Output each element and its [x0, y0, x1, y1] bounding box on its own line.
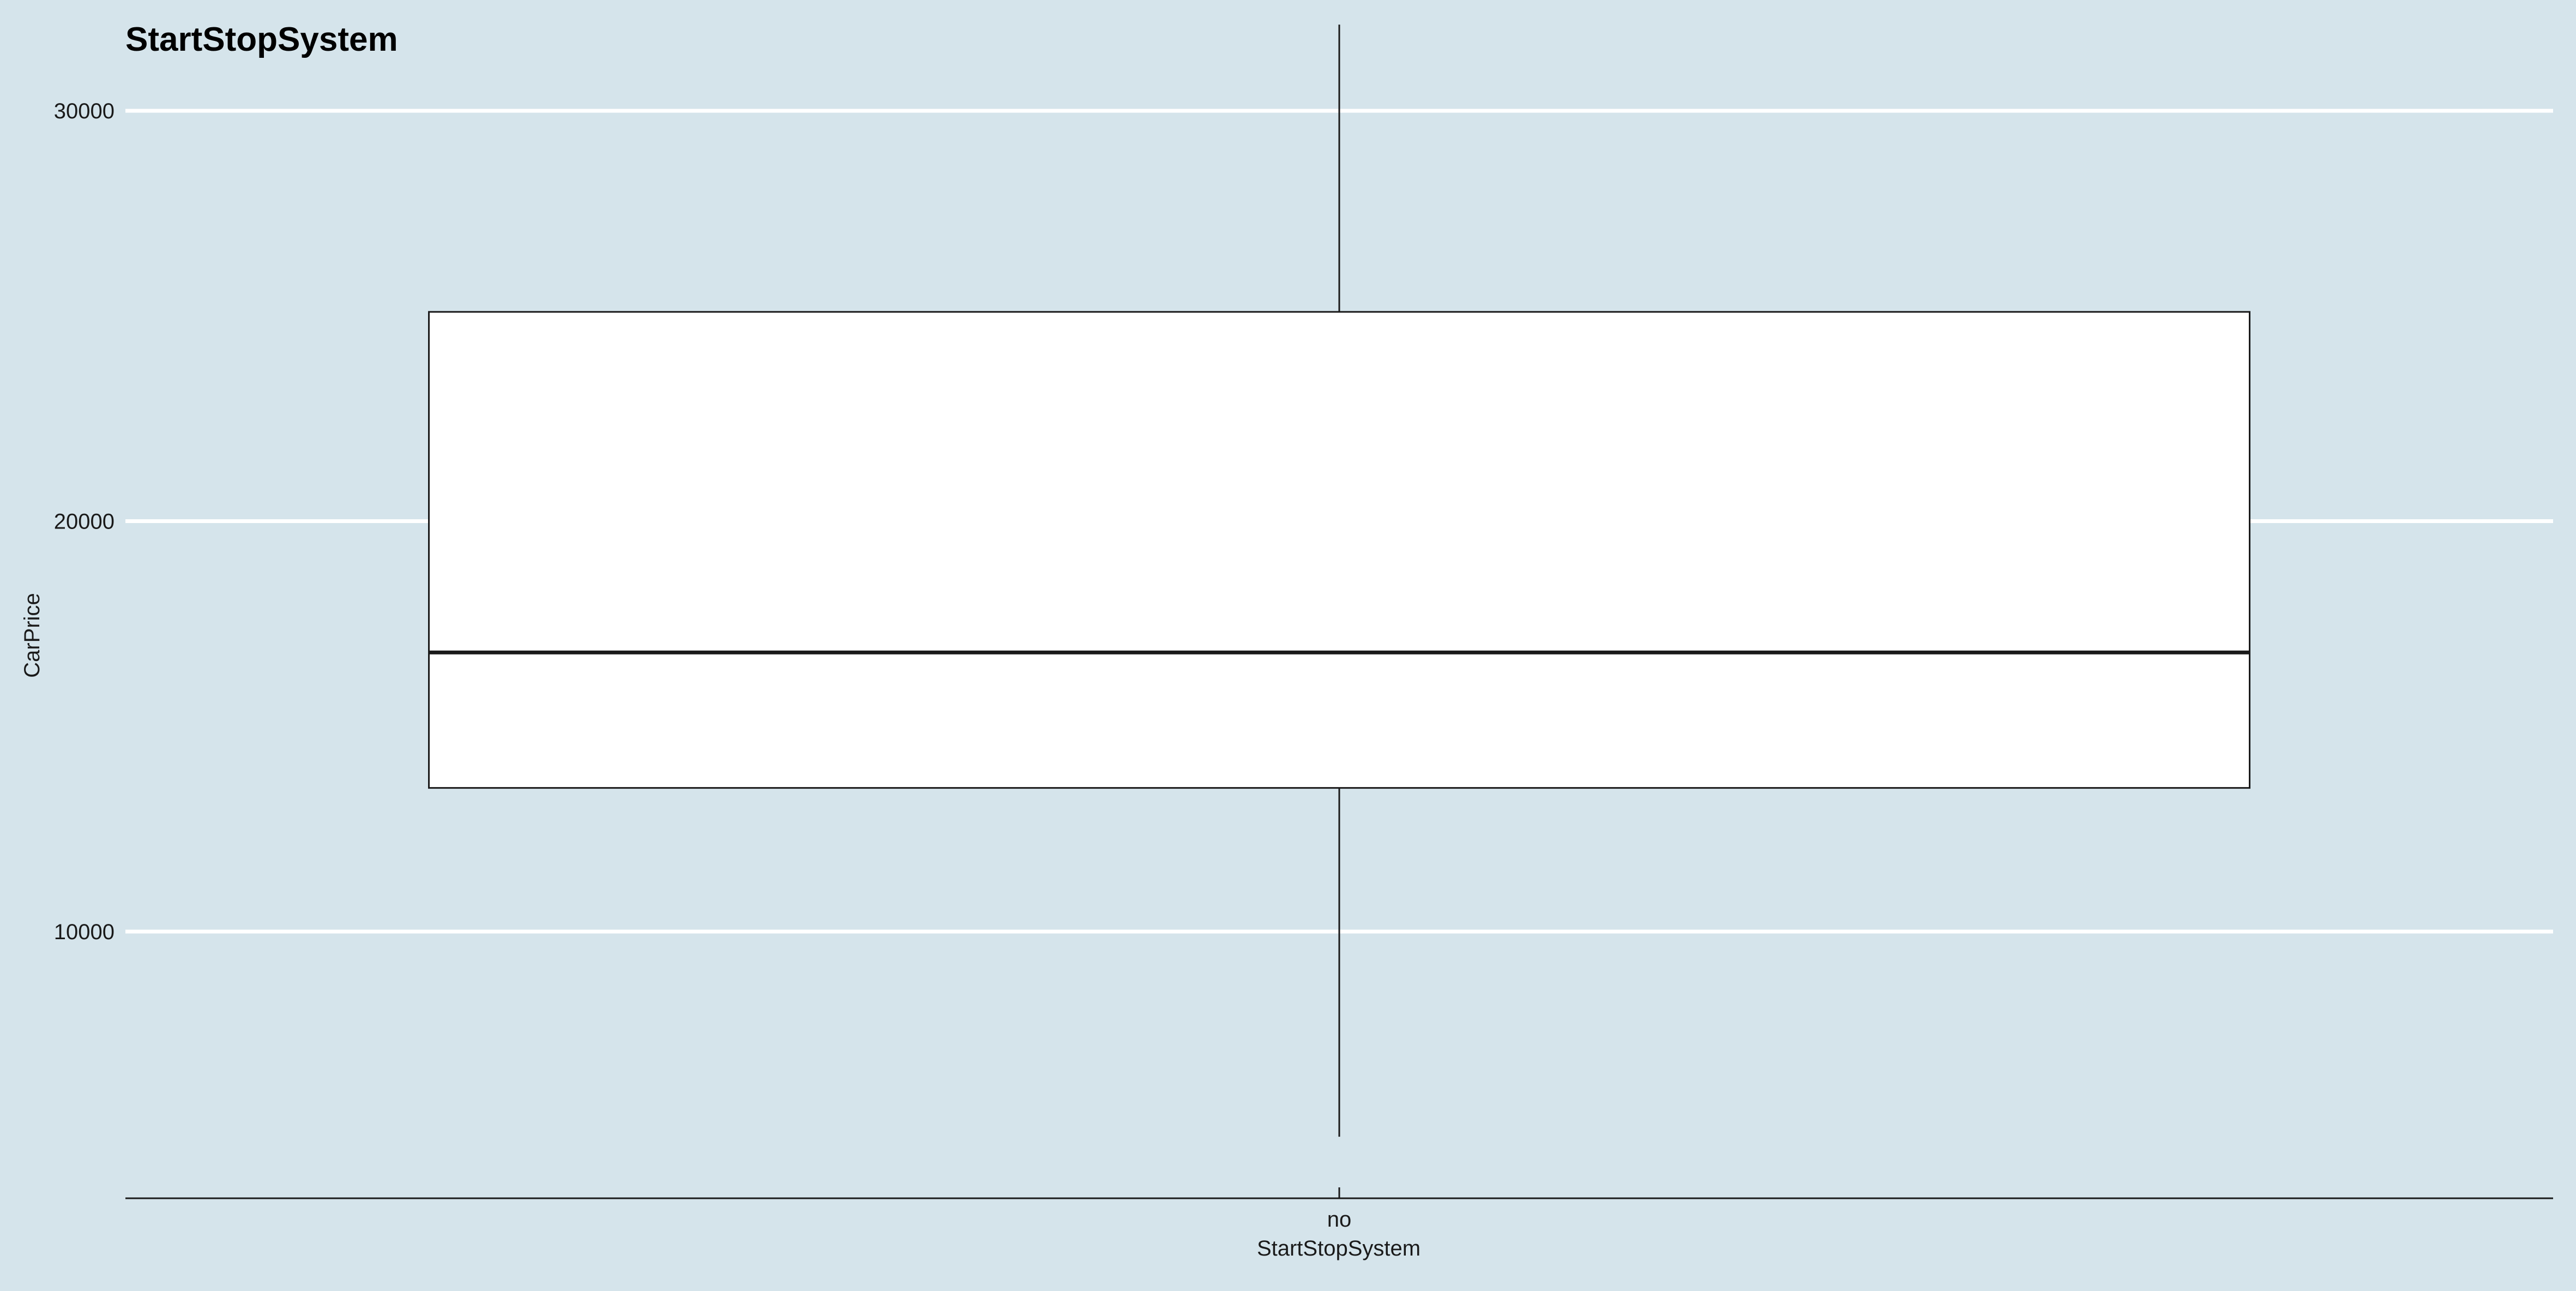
box-no [428, 25, 2250, 1137]
x-axis-label: StartStopSystem [1257, 1236, 1421, 1260]
chart-title: StartStopSystem [125, 21, 398, 58]
x-tick-labels: no [1327, 1187, 1352, 1232]
y-tick-label: 10000 [54, 920, 115, 944]
y-tick-labels: 10000 20000 30000 [54, 99, 115, 944]
y-axis-label: CarPrice [20, 593, 44, 678]
y-tick-label: 30000 [54, 99, 115, 123]
y-tick-label: 20000 [54, 510, 115, 534]
box-iqr [428, 311, 2250, 789]
boxes [428, 25, 2250, 1137]
x-tick-label: no [1327, 1208, 1352, 1232]
